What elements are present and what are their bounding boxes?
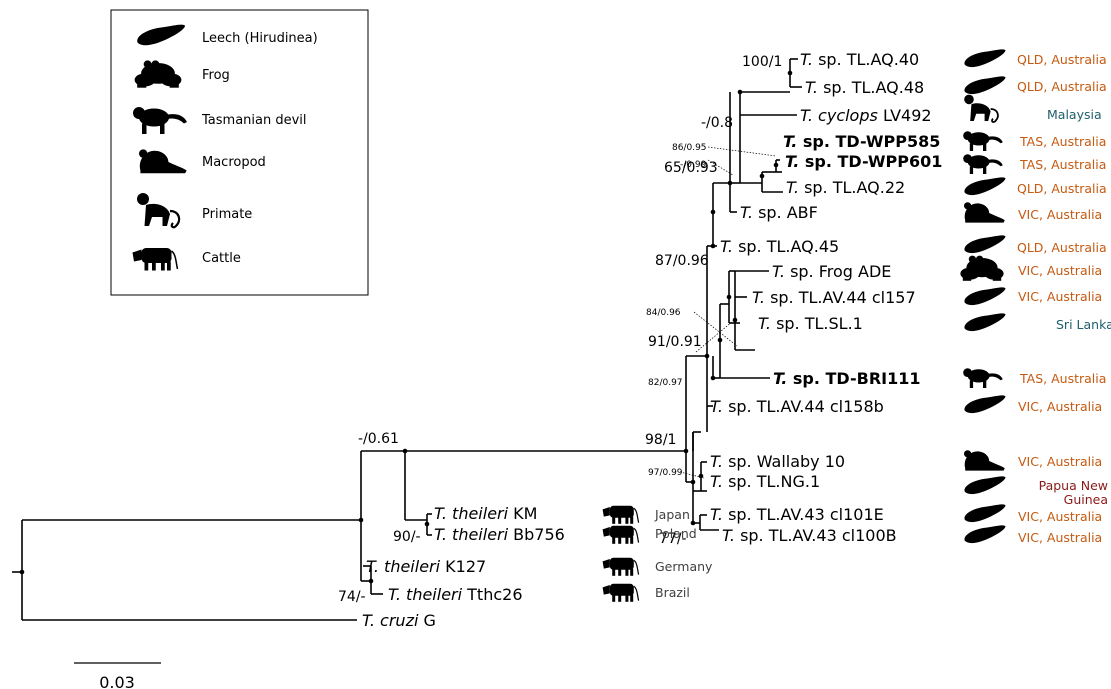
taxon-label-theileri-bb756: T. theileri Bb756 (434, 525, 565, 544)
support-minus-0-61: -/0.61 (358, 431, 399, 447)
location-label: Poland (655, 526, 697, 541)
tasmanian-devil-icon (963, 368, 1003, 388)
scale-bar: 0.03 (74, 662, 161, 689)
support-97-0-99: 97/0.99 (648, 468, 683, 478)
scale-bar-label: 0.03 (99, 673, 135, 689)
location-label: Sri Lanka (1056, 317, 1111, 332)
support-100-1: 100/1 (742, 54, 782, 70)
taxon-label-cyclops-lv492: T. cyclops LV492 (800, 106, 932, 125)
cattle-icon (601, 525, 640, 545)
location-label: Malaysia (1047, 107, 1102, 122)
location-label: TAS, Australia (1019, 371, 1106, 386)
location-label: QLD, Australia (1017, 79, 1107, 94)
frog-icon (960, 255, 1004, 281)
taxon-label-tl-ng-1: T. sp. TL.NG.1 (710, 472, 820, 491)
location-label: VIC, Australia (1018, 207, 1102, 222)
location-label: VIC, Australia (1018, 530, 1102, 545)
node-dots (19, 70, 793, 584)
support-minus-0-99: -/0.99 (680, 160, 707, 170)
leech-icon (964, 76, 1006, 95)
macropod-icon (964, 202, 1005, 223)
legend-label-macropod: Macropod (202, 155, 266, 170)
taxon-label-tl-av-43-cl100b: T. sp. TL.AV.43 cl100B (722, 526, 897, 545)
cattle-icon (601, 505, 640, 525)
location-label: Japan (654, 507, 690, 522)
location-label: QLD, Australia (1017, 240, 1107, 255)
support-74-minus: 74/- (338, 589, 366, 605)
taxon-label-theileri-km: T. theileri KM (434, 504, 537, 523)
leech-icon (964, 476, 1006, 495)
taxon-label-frog-ade: T. sp. Frog ADE (772, 262, 891, 281)
taxon-label-td-wpp601: T. sp. TD-WPP601 (785, 152, 942, 171)
taxon-label-td-wpp585: T. sp. TD-WPP585 (783, 132, 940, 151)
taxon-label-tl-av-43-cl101e: T. sp. TL.AV.43 cl101E (710, 505, 884, 524)
leech-icon (964, 235, 1006, 254)
leech-icon (964, 313, 1006, 332)
location-label: VIC, Australia (1018, 399, 1102, 414)
location-label: QLD, Australia (1017, 181, 1107, 196)
location-labels: QLD, Australia QLD, Australia Malaysia T… (654, 52, 1111, 600)
taxon-labels: T. sp. TL.AQ.40 T. sp. TL.AQ.48 T. cyclo… (362, 50, 942, 630)
support-82-0-97: 82/0.97 (648, 378, 683, 388)
legend-label-cattle: Cattle (202, 251, 241, 266)
location-label: VIC, Australia (1018, 509, 1102, 524)
taxon-label-td-bri111: T. sp. TD-BRI111 (773, 369, 920, 388)
support-values: 100/1 -/0.8 86/0.95 -/0.99 65/0.93 87/0.… (338, 54, 782, 605)
taxon-label-tl-aq-40: T. sp. TL.AQ.40 (800, 50, 919, 69)
leech-icon (964, 49, 1006, 68)
location-label: TAS, Australia (1019, 134, 1106, 149)
taxon-label-tl-aq-22: T. sp. TL.AQ.22 (786, 178, 905, 197)
taxon-label-tl-av-44-cl157: T. sp. TL.AV.44 cl157 (752, 288, 916, 307)
taxon-label-theileri-tthc26: T. theileri Tthc26 (388, 585, 523, 604)
support-leaders (679, 146, 777, 479)
location-label-line2: Guinea (1064, 492, 1108, 507)
support-87-0-96: 87/0.96 (655, 253, 709, 269)
location-label: Brazil (655, 585, 690, 600)
leech-icon (964, 177, 1006, 196)
legend-label-frog: Frog (202, 68, 230, 83)
support-90-minus: 90/- (393, 529, 421, 545)
cattle-icon (601, 583, 640, 603)
location-label-line1: Papua New (1039, 478, 1108, 493)
support-98-1: 98/1 (645, 432, 676, 448)
support-86-0-95: 86/0.95 (672, 143, 707, 153)
leech-icon (964, 287, 1006, 306)
leech-icon (964, 504, 1006, 523)
location-label: TAS, Australia (1019, 157, 1106, 172)
tasmanian-devil-icon (963, 131, 1003, 151)
taxon-label-cruzi-g: T. cruzi G (362, 611, 436, 630)
location-label: QLD, Australia (1017, 52, 1107, 67)
leech-icon (964, 525, 1006, 544)
taxon-label-tl-sl-1: T. sp. TL.SL.1 (758, 314, 863, 333)
legend: Leech (Hirudinea) Frog Tasmanian devil M… (110, 9, 369, 296)
leech-icon (964, 395, 1006, 414)
location-label: VIC, Australia (1018, 263, 1102, 278)
macropod-icon (964, 450, 1005, 471)
support-91-0-91: 91/0.91 (648, 334, 702, 350)
taxon-label-tl-aq-45: T. sp. TL.AQ.45 (720, 237, 839, 256)
legend-label-leech: Leech (Hirudinea) (202, 31, 318, 46)
taxon-label-tl-aq-48: T. sp. TL.AQ.48 (805, 78, 924, 97)
taxon-label-theileri-k127: T. theileri K127 (366, 557, 486, 576)
tasmanian-devil-icon (963, 154, 1003, 174)
support-77-minus: 77/- (659, 531, 687, 547)
support-84-0-96: 84/0.96 (646, 308, 681, 318)
location-label: VIC, Australia (1018, 289, 1102, 304)
location-label: VIC, Australia (1018, 454, 1102, 469)
legend-label-primate: Primate (202, 207, 252, 222)
taxon-label-wallaby-10: T. sp. Wallaby 10 (710, 452, 845, 471)
support-65-0-93: 65/0.93 (664, 160, 718, 176)
taxon-label-tl-av-44-cl158b: T. sp. TL.AV.44 cl158b (710, 397, 884, 416)
support-minus-0-8: -/0.8 (701, 115, 733, 131)
primate-icon (963, 93, 999, 123)
legend-label-tasmanian-devil: Tasmanian devil (201, 113, 307, 128)
cattle-icon (601, 557, 640, 577)
location-label: Germany (655, 559, 713, 574)
taxon-label-abf: T. sp. ABF (740, 203, 818, 222)
